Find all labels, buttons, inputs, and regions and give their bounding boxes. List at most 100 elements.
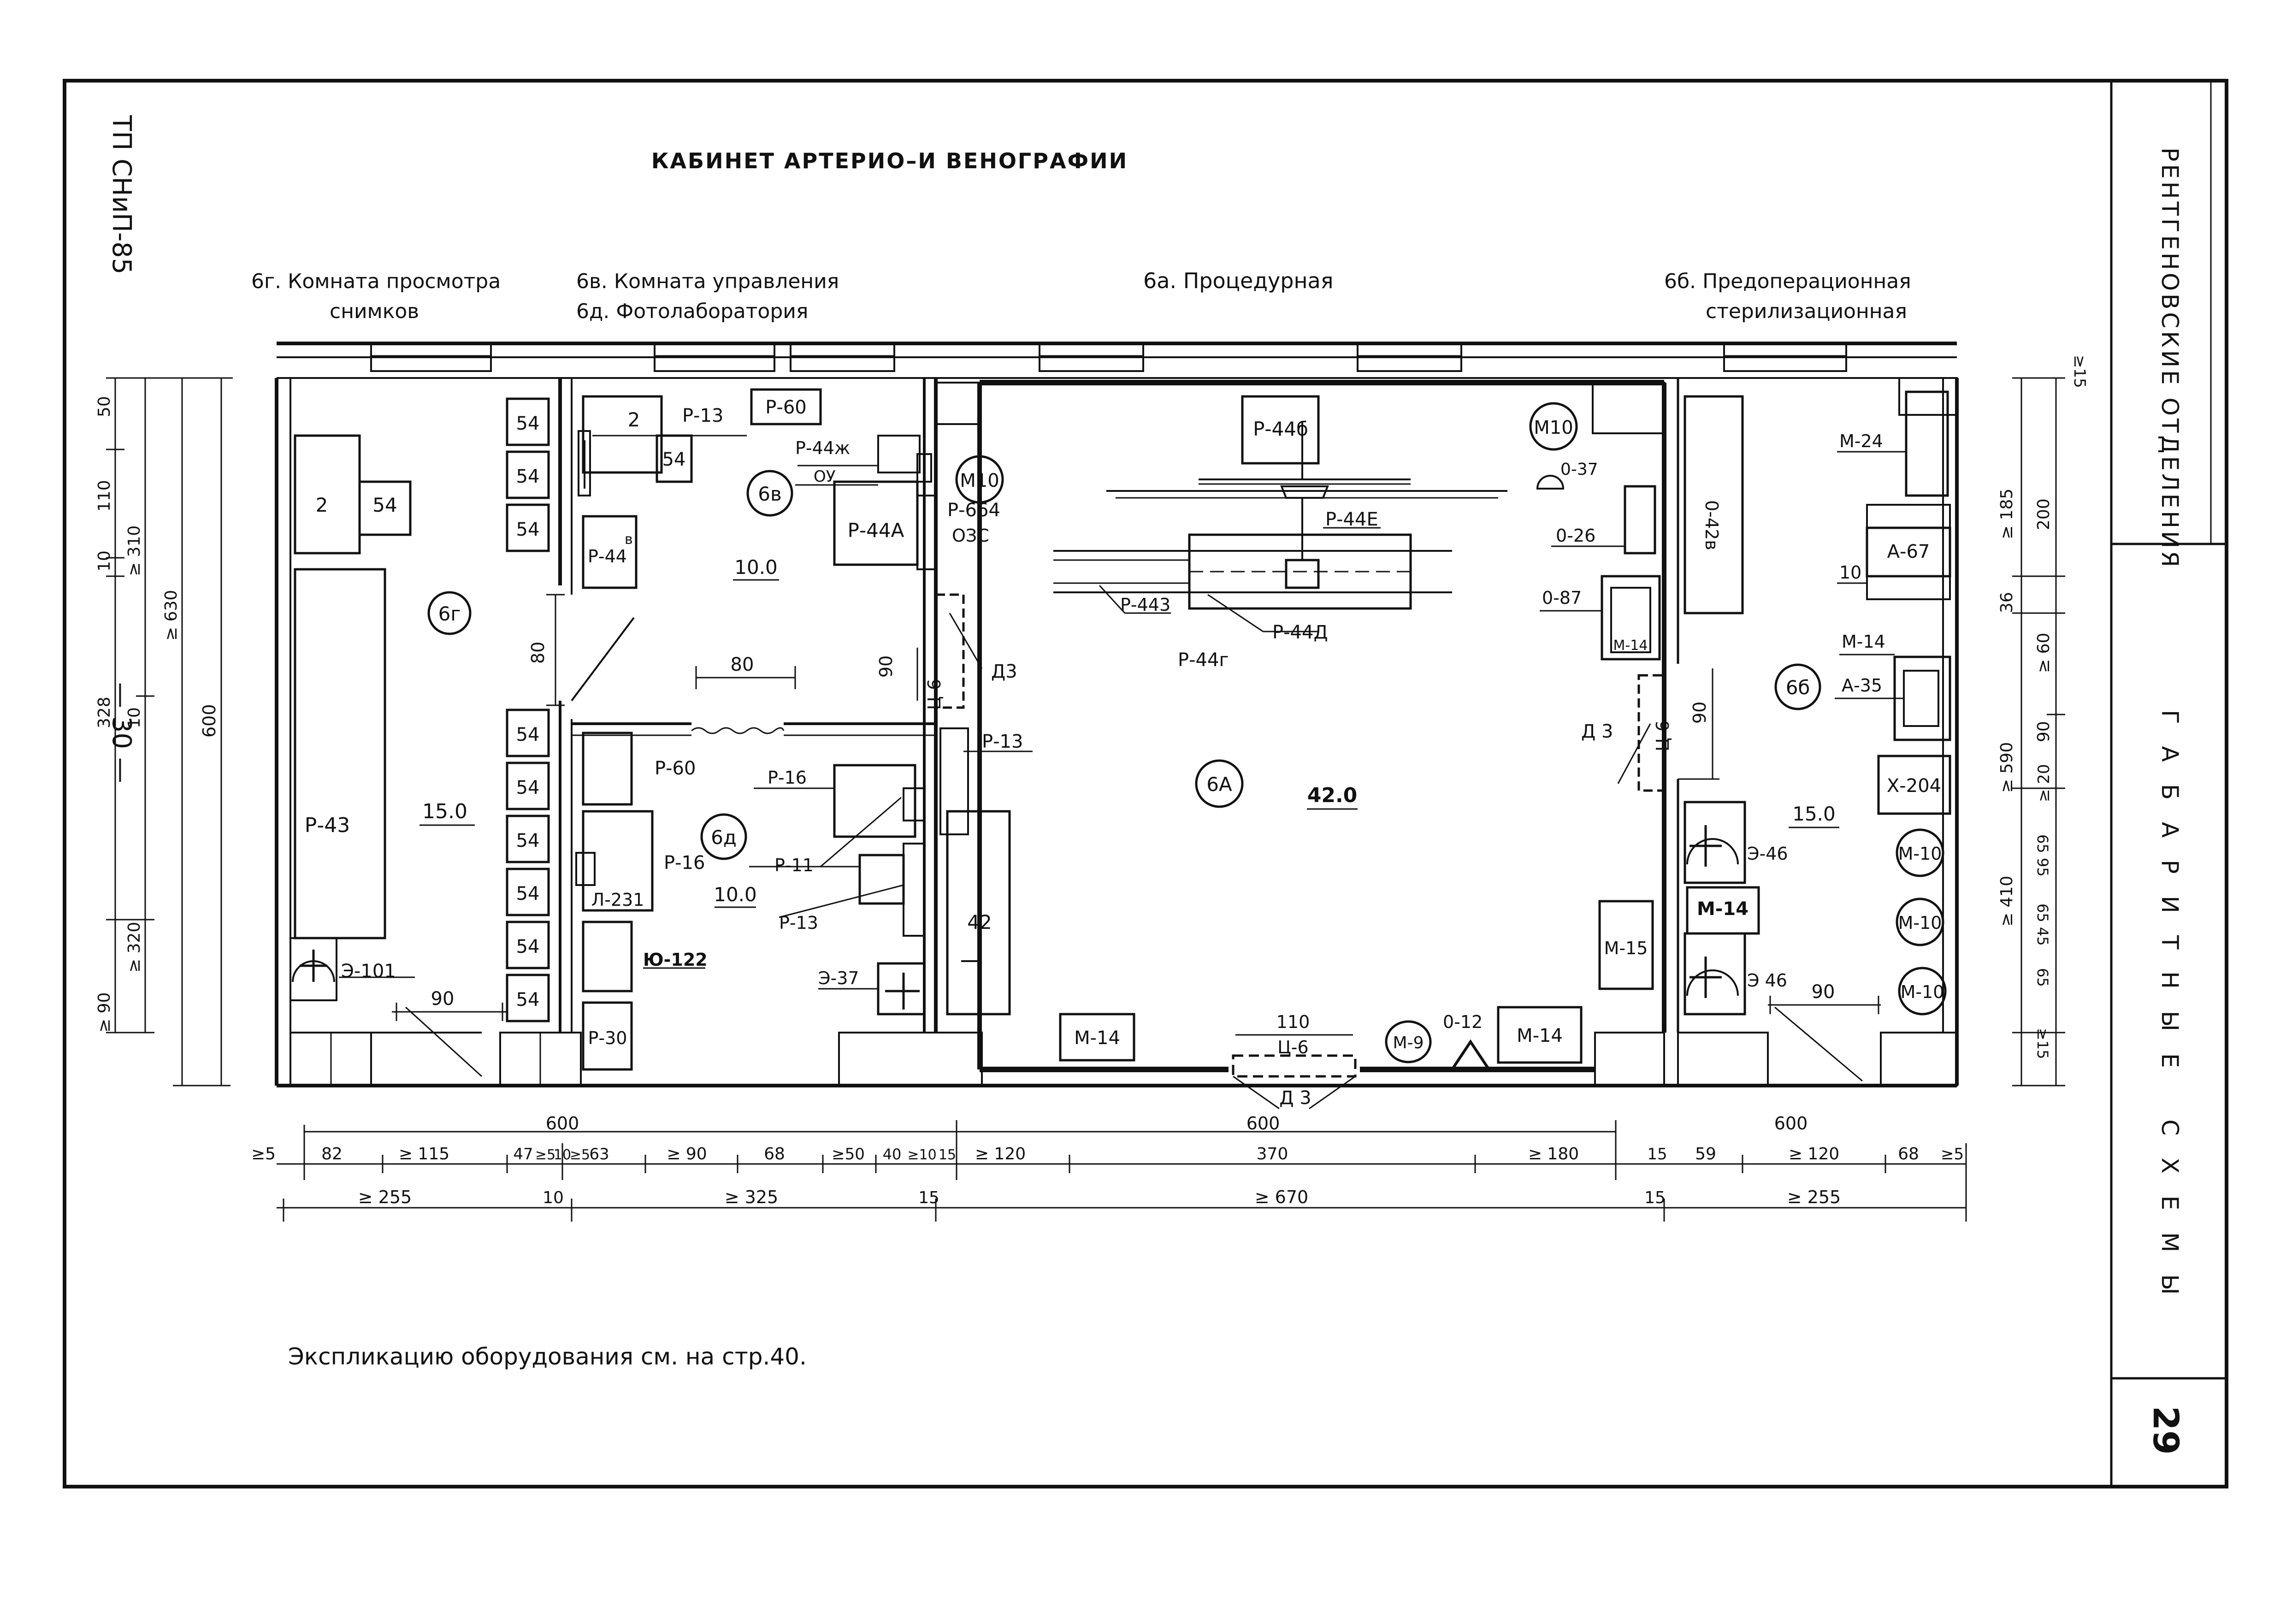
- side-code: ТП СНиП-85: [106, 115, 136, 274]
- room-mark-g: 6г: [438, 602, 461, 625]
- dim-row1-10: 68: [764, 1145, 785, 1163]
- equip-m14-d: М-14: [1697, 898, 1749, 920]
- dim-left-320: ≥ 320: [125, 922, 144, 973]
- room-6a-equipment: [1053, 395, 1507, 632]
- equip-p44b: Р-44б: [1253, 418, 1308, 440]
- equip-m10-d: М-10: [1898, 913, 1942, 933]
- dim-row1-11: ≥50: [832, 1145, 865, 1163]
- dim-row1-15: ≥ 120: [975, 1145, 1026, 1163]
- stack-54-9: 54: [516, 989, 540, 1010]
- equip-2-a: 2: [316, 494, 328, 516]
- dim-90-a: 90: [876, 656, 896, 678]
- dim-right-6545: 65 45: [2034, 904, 2051, 946]
- equip-m10-c: М-10: [1898, 844, 1942, 864]
- dim-row1-14: 15: [939, 1147, 956, 1163]
- equip-p16-a: Р-16: [664, 852, 705, 874]
- dim-right-200: 200: [2034, 498, 2053, 530]
- stack-54-7: 54: [516, 883, 540, 904]
- room-6g-equipment: [289, 434, 412, 1001]
- dim-90-b: 90: [1689, 702, 1710, 724]
- dim-row1-7: ≥5: [570, 1147, 590, 1163]
- equip-p13-b: Р-13: [779, 913, 818, 933]
- dim-row1-22: ≥5: [1941, 1145, 1964, 1163]
- equip-x204: Х-204: [1887, 775, 1941, 797]
- dim-row2-1: ≥ 255: [358, 1187, 412, 1207]
- sheet-frame: [63, 79, 2228, 1488]
- dim-row1-9: ≥ 90: [667, 1145, 707, 1163]
- room-mark-d-circle: [700, 813, 747, 860]
- equip-d3-a: Д3: [991, 661, 1017, 682]
- dim-left-50: 50: [95, 396, 114, 417]
- equip-m14-e: М-14: [1842, 632, 1885, 652]
- dim-90-c: 90: [431, 988, 455, 1010]
- dim-right-15-a: ≥15: [2070, 355, 2089, 388]
- room-6v-equipment: [578, 388, 937, 589]
- equip-m9-circle: [1385, 1020, 1432, 1063]
- dim-row1-3: ≥ 115: [399, 1145, 449, 1163]
- room-v-heading-2: 6д. Фотолаборатория: [576, 300, 808, 323]
- equip-m14-b: М-14: [1517, 1025, 1563, 1046]
- equip-p664: Р-664: [947, 500, 1000, 521]
- equip-yu122: Ю-122: [643, 950, 708, 970]
- stack-54-6: 54: [516, 830, 540, 851]
- dim-right-60: ≥ 60: [2034, 633, 2053, 673]
- stack-54-8: 54: [516, 936, 540, 957]
- dim-right-590: ≥ 590: [1997, 742, 2016, 793]
- page-number: 29: [2145, 1406, 2186, 1455]
- room-g-heading-2: снимков: [330, 300, 419, 323]
- dim-600-b: 600: [1246, 1113, 1280, 1134]
- room-6b-equipment: [1684, 390, 1951, 1016]
- dim-right-185: ≥ 185: [1997, 489, 2016, 539]
- dim-left-10-b: 10: [125, 707, 144, 728]
- equip-m10-e-circle: [1898, 967, 1947, 1016]
- room-b-heading-2: стерилизационная: [1706, 300, 1907, 323]
- equip-o12: 0-12: [1443, 1012, 1483, 1032]
- equip-p60-a: Р-60: [765, 397, 806, 418]
- room-6d-equipment: [575, 732, 926, 1071]
- equip-e101: Э-101: [341, 961, 396, 982]
- dim-80-b: 80: [731, 654, 754, 675]
- bottom-dimension-lines: [277, 1120, 1967, 1222]
- equip-m10-d-circle: [1896, 898, 1944, 946]
- dim-row1-8: 63: [589, 1145, 609, 1163]
- equip-m10-b: М10: [1534, 417, 1573, 438]
- equip-m14-a: М-14: [1074, 1028, 1120, 1049]
- room-g-heading-1: 6г. Комната просмотра: [251, 270, 501, 293]
- equip-m9: М-9: [1393, 1033, 1424, 1052]
- dim-row1-20: ≥ 120: [1789, 1145, 1839, 1163]
- equip-p44d: Р-44Д: [1272, 622, 1328, 643]
- dim-600-c: 600: [1774, 1113, 1808, 1134]
- equip-p11: Р-11: [774, 855, 814, 875]
- stamp-subject: ГАБАРИТНЫЕ СХЕМЫ: [2156, 710, 2183, 1317]
- dim-row1-6: 10: [554, 1147, 571, 1163]
- equip-m10-e: М-10: [1901, 982, 1944, 1002]
- dim-row1-19: 59: [1695, 1145, 1716, 1163]
- equip-o26: 0-26: [1556, 526, 1595, 546]
- dim-row1-2: 82: [321, 1145, 343, 1163]
- dim-right-15-b: ≥15: [2034, 1028, 2051, 1059]
- side-number: — 30 —: [106, 682, 136, 783]
- equip-a67: А-67: [1887, 541, 1930, 562]
- equip-m15: М-15: [1604, 938, 1648, 958]
- equip-o87: 0-87: [1542, 588, 1582, 608]
- dim-90-d: 90: [1812, 981, 1835, 1003]
- equip-2-b: 2: [628, 408, 640, 431]
- equip-ozs: ОЗС: [952, 526, 989, 546]
- equip-o12-triangle: [1449, 1039, 1492, 1071]
- dim-right-90: 90: [2034, 721, 2053, 742]
- dim-right-65: 65: [2034, 968, 2051, 987]
- building-walls: [275, 342, 1959, 1110]
- dim-right-410: ≥ 410: [1997, 876, 2016, 927]
- explication-note: Экспликацию оборудования см. на стр.40.: [288, 1343, 807, 1370]
- dim-row1-13: ≥10: [907, 1147, 936, 1163]
- room-v-heading-1: 6в. Комната управления: [576, 270, 839, 293]
- area-b: 15.0: [1792, 803, 1836, 825]
- stamp-section: РЕНТГЕНОВСКИЕ ОТДЕЛЕНИЯ: [2156, 148, 2183, 570]
- equip-m10-a: М10: [960, 470, 999, 491]
- equip-d3-b: Д 3: [1581, 721, 1613, 742]
- dim-row1-17: ≥ 180: [1528, 1145, 1579, 1163]
- equip-p44v-sup: в: [625, 531, 633, 548]
- drawing-title: КАБИНЕТ АРТЕРИО–И ВЕНОГРАФИИ: [651, 148, 1128, 173]
- equip-a35: А-35: [1842, 675, 1882, 696]
- equip-e46-b: Э 46: [1747, 970, 1787, 991]
